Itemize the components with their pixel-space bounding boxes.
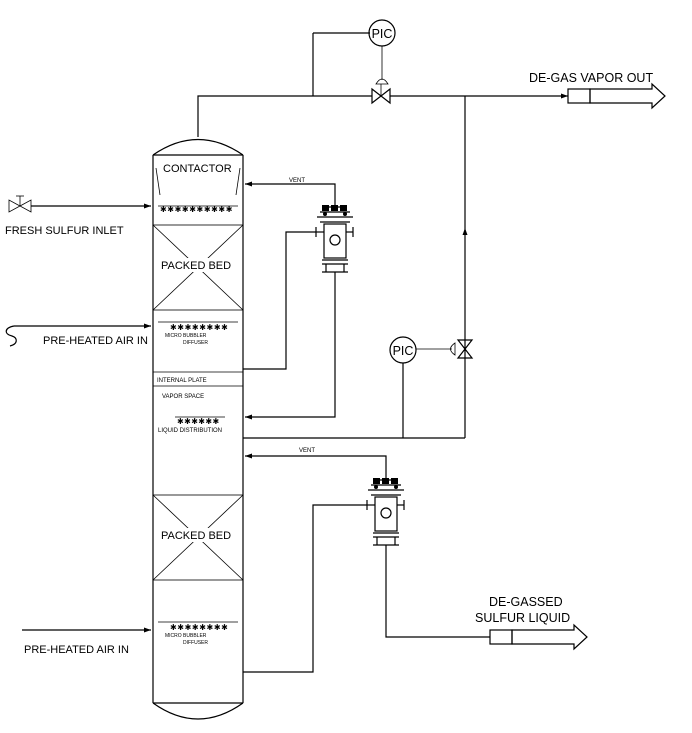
internal-plate-section: INTERNAL PLATE VAPOR SPACE [153,371,243,400]
liquid-distribution-nozzles: ✱✱✱✱✱✱ [177,417,220,426]
degassed-liquid-label-2: SULFUR LIQUID [475,611,570,625]
bubbler-nozzles-lower: ✱✱✱✱✱✱✱✱ [170,623,228,632]
inlet-valve-icon [8,195,32,213]
pic-top-label: PIC [372,27,393,41]
vent-upper-label: VENT [289,178,305,184]
packed-bed-upper-label: PACKED BED [161,260,231,272]
degassed-sulfur-outlet: DE-GASSED SULFUR LIQUID [475,595,588,651]
micro-bubbler-lower: ✱✱✱✱✱✱✱✱ MICRO BUBBLER DIFFUSER [158,621,238,646]
strainer-lower: VENT [243,448,490,673]
fresh-sulfur-inlet-label: FRESH SULFUR INLET [5,225,124,237]
preheated-air-lower: PRE-HEATED AIR IN [22,627,151,656]
vent-lower-label: VENT [299,448,315,454]
pressure-control-valve-top-icon [371,84,391,105]
degas-vapor-out: DE-GAS VAPOR OUT [529,71,666,110]
pic-mid-label: PIC [393,344,414,358]
pic-mid: PIC [389,336,456,438]
pressure-control-valve-mid-icon [456,339,474,359]
degas-vapor-out-label: DE-GAS VAPOR OUT [529,71,653,85]
preheated-air-upper: PRE-HEATED AIR IN [5,323,151,347]
preheated-air-lower-label: PRE-HEATED AIR IN [24,644,129,656]
packed-bed-upper: PACKED BED [152,224,244,311]
pic-top: PIC [368,19,396,85]
preheated-air-upper-label: PRE-HEATED AIR IN [43,335,148,347]
micro-bubbler-lower-line1: MICRO BUBBLER [165,633,207,639]
micro-bubbler-upper-line1: MICRO BUBBLER [165,333,207,339]
break-symbol-icon [5,325,17,347]
packed-bed-lower: PACKED BED [152,494,244,581]
micro-bubbler-upper: ✱✱✱✱✱✱✱✱ MICRO BUBBLER DIFFUSER [158,321,238,346]
vapor-space-label: VAPOR SPACE [162,394,204,400]
strainer-upper-icon [315,205,354,273]
packed-bed-lower-label: PACKED BED [161,530,231,542]
bubbler-nozzles-upper: ✱✱✱✱✱✱✱✱ [170,323,228,332]
liquid-distribution: ✱✱✱✱✱✱ LIQUID DISTRIBUTION [158,416,225,434]
internal-plate-label: INTERNAL PLATE [157,378,207,384]
sulfur-spray-nozzles: ✱✱✱✱✱✱✱✱✱✱ [160,205,233,214]
strainer-lower-icon [366,478,405,546]
degassed-liquid-label-1: DE-GASSED [489,595,563,609]
contactor-label: CONTACTOR [163,163,232,175]
fresh-sulfur-inlet: FRESH SULFUR INLET [5,195,151,237]
strainer-upper: VENT [243,178,354,420]
micro-bubbler-upper-line2: DIFFUSER [183,340,208,346]
micro-bubbler-lower-line2: DIFFUSER [183,640,208,646]
contactor-section: CONTACTOR ✱✱✱✱✱✱✱✱✱✱ [155,163,241,214]
liquid-distribution-label: LIQUID DISTRIBUTION [158,428,222,434]
vapor-outlet-line [197,32,568,438]
